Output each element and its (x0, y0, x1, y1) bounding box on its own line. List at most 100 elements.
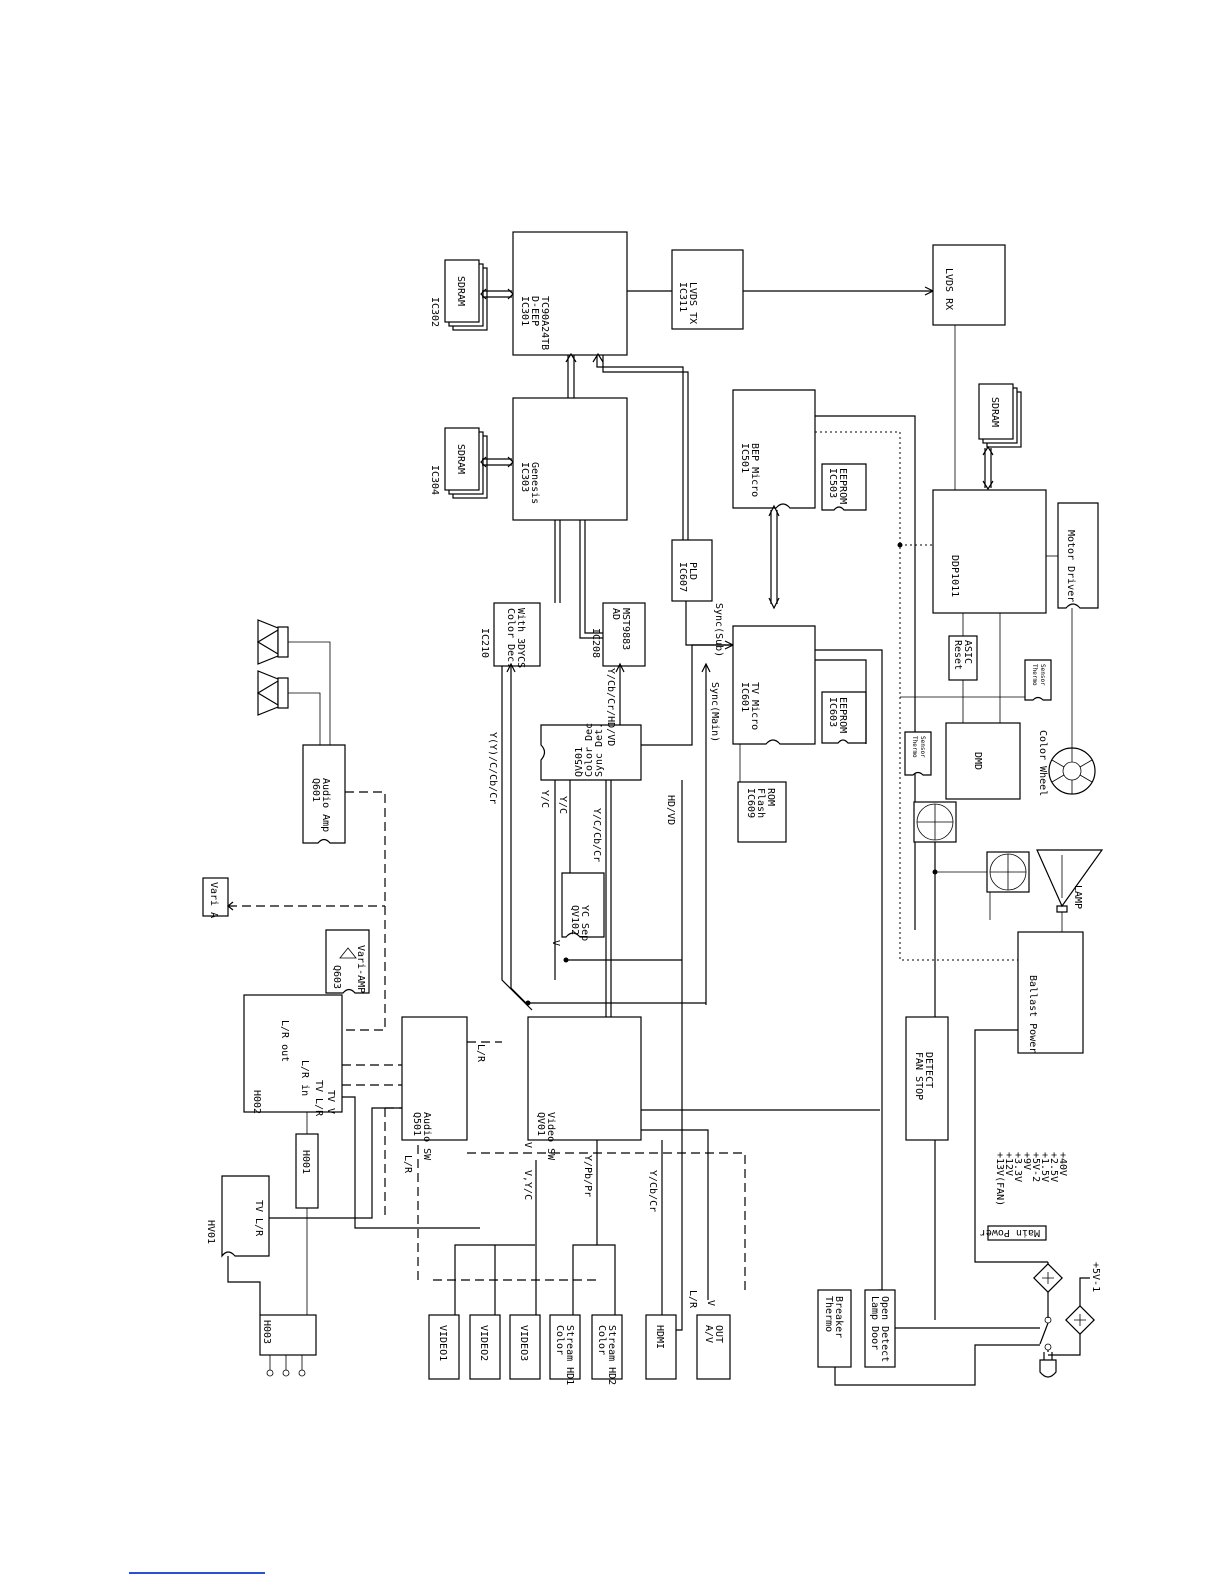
thermo-sensor-left-line1: Thermo (911, 736, 918, 758)
power-rail-1: +12V (1003, 1152, 1014, 1176)
ic303-line2: Genesis (529, 462, 540, 504)
hv01-inner: TV L/R (253, 1200, 264, 1237)
h002-block: H002 L/R out L/R in TV L/R TV V (243, 994, 343, 1117)
ic609-line1: IC609 (745, 788, 756, 818)
qv102-line1: QV102 (569, 905, 580, 935)
video2-label: VIDEO2 (478, 1325, 489, 1361)
ic210-block: Color Dec. With 3DYCS IC210 (479, 602, 541, 668)
reset-asic-line1: Reset (952, 640, 963, 670)
sync-sub-wire (641, 644, 733, 746)
q603-line1: Q603 (331, 965, 342, 989)
dmd-block: DMD (945, 722, 1021, 800)
bep-dotted-line (815, 431, 1018, 961)
component-inputs (572, 1140, 616, 1315)
power-rail-2: +3.3V (1012, 1152, 1023, 1182)
thermo-breaker-line2: Breaker (833, 1296, 844, 1338)
qv501-line2: Color Dec (584, 723, 595, 777)
ic609-line2: Flash (755, 788, 766, 818)
q501-line2: Audio SW (421, 1112, 432, 1161)
ic302-bus (482, 290, 512, 298)
ballast-block: Ballast Power (1017, 931, 1084, 1054)
ic607-block: IC607 PLD (671, 539, 713, 602)
q601-line2: Audio Amp (320, 778, 331, 832)
hv01-label: HV01 (205, 1220, 216, 1244)
ic302-sdram-block: SDRAM IC302 (429, 259, 488, 331)
color-stream-hd2-line1: Color (596, 1325, 607, 1355)
standby-rail: +5V-1 (1090, 1262, 1101, 1292)
power-rail-5: +1.5V (1039, 1152, 1050, 1182)
qv501-line1: QV501 (574, 747, 585, 777)
hv01-block: TV L/R HV01 (205, 1175, 270, 1258)
ic603-line2: EEPROM (837, 697, 848, 733)
vari-a-arrow (227, 901, 234, 911)
power-rail-7: +40V (1057, 1152, 1068, 1176)
power-rails: +13V(FAN) +12V +3.3V +9V +5V-2 +1.5V +2.… (994, 1152, 1068, 1206)
rectifier-main (1033, 1263, 1063, 1293)
ycbcr-hdvd-arrow (615, 662, 625, 673)
color-stream-hd1-line2: Stream HD1 (564, 1325, 575, 1385)
h002-tvlr-dashed (384, 1107, 402, 1215)
standby-wire (1048, 1277, 1090, 1356)
ic503-line1: IC503 (827, 468, 838, 498)
ddp1011-label: DDP1011 (949, 555, 960, 597)
av-out-line2: OUT (713, 1325, 724, 1343)
ic210-line2: With 3DYCS (515, 608, 526, 668)
speaker-lower (256, 670, 289, 716)
ic601-block: IC601 TV Micro (732, 625, 816, 745)
av-out-jack: A/V OUT (696, 1314, 731, 1380)
ic208-label: IC208 (590, 628, 601, 658)
thermo-sensor-right-line1: Thermo (1031, 664, 1038, 686)
thermo-sensor-left-line2: Sensor (919, 736, 926, 758)
ic210-line1: Color Dec. (505, 608, 516, 668)
ic311-block: IC311 LVDS TX (671, 249, 744, 330)
speaker-wires (288, 641, 331, 745)
sdram-right-block: SDRAM (978, 383, 1022, 448)
color-stream-hd2-line2: Stream HD2 (606, 1325, 617, 1385)
tv-micro-to-ic603 (815, 659, 867, 744)
ic302-sdram-label: SDRAM (455, 276, 466, 306)
h001-block: H001 (295, 1133, 319, 1209)
ic303-to-ic301-arrow (565, 352, 577, 363)
ballast-label: Ballast Power (1027, 975, 1038, 1053)
fan-junction (932, 869, 938, 875)
ic304-label: IC304 (429, 465, 440, 495)
ic609-block: IC609 Flash ROM (737, 781, 787, 843)
sdram-ddp-bus (984, 448, 992, 488)
ic503-line2: EEPROM (837, 468, 848, 504)
audio-amp-dashed (345, 791, 386, 1031)
ddp1011-block: DDP1011 (932, 489, 1047, 614)
tv-v-wire (342, 1096, 480, 1229)
signal-hdvd: HD/VD (665, 795, 676, 825)
ic303-to-ic210 (554, 520, 561, 603)
q601-block: Q601 Audio Amp (302, 744, 346, 844)
ic303-block: IC303 Genesis (512, 397, 628, 521)
ic304-sdram-label: SDRAM (455, 444, 466, 474)
h002-lr-out: L/R out (279, 1020, 290, 1062)
qv01-v-out (641, 1129, 709, 1300)
color-wheel-label: Color Wheel (1037, 730, 1048, 796)
ycbcr-210-arrow (506, 662, 516, 673)
sync-main-arrow (701, 662, 711, 673)
q501-line1: Q501 (411, 1112, 422, 1136)
rectifier-standby (1065, 1305, 1095, 1335)
h003-label: H003 (261, 1320, 272, 1344)
sync-bus-junction (525, 1000, 531, 1006)
ic311-line1: IC311 (677, 282, 688, 312)
fan-lower (986, 851, 1030, 893)
lamp-label: LAMP (1072, 885, 1083, 909)
ic501-block: IC501 BEP Micro (732, 389, 816, 509)
ic208-line1: AD (610, 608, 621, 620)
footer-link-underline[interactable] (129, 1572, 265, 1574)
ic301-line1: IC301 (519, 296, 530, 326)
qv501-block: QV501 Color Dec Sync Det. (540, 723, 642, 781)
signal-vvc: V,Y/C (522, 1170, 533, 1200)
h002-title: H002 (251, 1090, 262, 1114)
color-stream-hd1-jack: Color Stream HD1 (549, 1314, 581, 1385)
h002-q501-dashed (342, 1064, 402, 1086)
reset-asic-line2: ASIC (962, 640, 973, 664)
signal-ycbcr-hdvd: Y/Cb/Cr/HD/VD (605, 668, 616, 746)
fan-stop-block: FAN STOP DETECT (905, 1016, 949, 1141)
reset-asic-block: Reset ASIC (948, 635, 978, 681)
ic301-line2: D-EEP (529, 296, 540, 326)
